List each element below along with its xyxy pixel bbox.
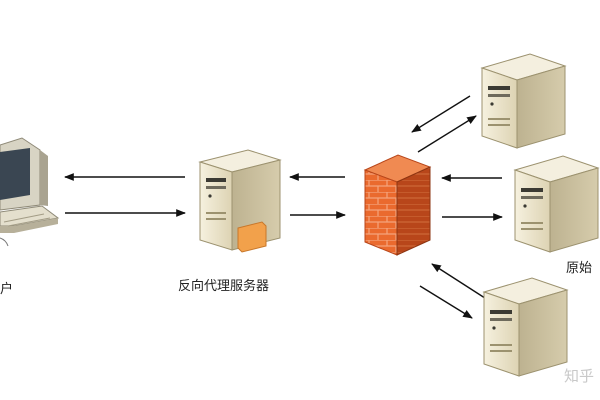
origin-server-bottom-icon xyxy=(482,277,569,377)
arrow-firewall-to-top-server xyxy=(417,115,477,153)
origin-server-top-icon xyxy=(480,53,567,149)
arrow-firewall-to-bottom-server xyxy=(419,285,473,319)
reverse-proxy-server-icon xyxy=(198,149,282,253)
arrow-bottom-server-to-firewall xyxy=(431,263,489,301)
origin-server-middle-icon xyxy=(513,155,600,253)
watermark: 知乎 xyxy=(564,367,594,385)
client-computer-icon xyxy=(0,137,60,247)
origin-server-label: 原始 xyxy=(566,261,592,276)
firewall-icon xyxy=(363,154,432,256)
reverse-proxy-label: 反向代理服务器 xyxy=(178,278,269,294)
arrow-top-server-to-firewall xyxy=(411,95,471,133)
client-label: 户 xyxy=(0,281,13,297)
